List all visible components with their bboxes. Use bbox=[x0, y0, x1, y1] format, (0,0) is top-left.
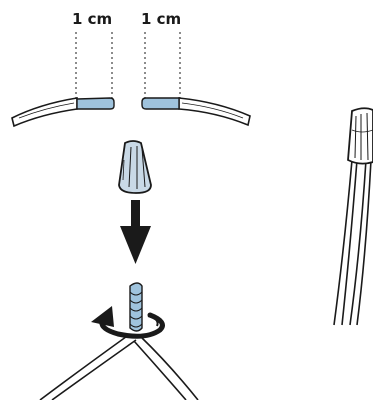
down-arrow-icon bbox=[120, 200, 151, 264]
finished-connection bbox=[334, 108, 373, 325]
twisted-wire-left-inner bbox=[52, 340, 136, 400]
left-stripped-wire bbox=[12, 98, 114, 126]
wire-nut-icon bbox=[119, 141, 151, 193]
finished-wire-b-left bbox=[350, 160, 366, 325]
twisted-wires bbox=[40, 283, 198, 400]
twisted-wire-left-outer bbox=[40, 334, 130, 400]
left-wire-insulation bbox=[12, 98, 77, 126]
twist-rotation-arrow-icon bbox=[91, 306, 162, 336]
finished-wire-nut-icon bbox=[348, 108, 373, 163]
measurement-guides bbox=[76, 32, 180, 98]
left-bare-conductor bbox=[77, 98, 114, 109]
strip-length-label-right: 1 cm bbox=[141, 10, 181, 28]
right-wire-insulation bbox=[179, 98, 250, 125]
twisted-wire-right-inner bbox=[134, 341, 186, 400]
twisted-conductor bbox=[130, 283, 142, 331]
right-stripped-wire bbox=[142, 98, 250, 125]
twisted-wire-right-outer bbox=[140, 336, 198, 400]
strip-length-label-left: 1 cm bbox=[72, 10, 112, 28]
right-bare-conductor bbox=[142, 98, 179, 109]
